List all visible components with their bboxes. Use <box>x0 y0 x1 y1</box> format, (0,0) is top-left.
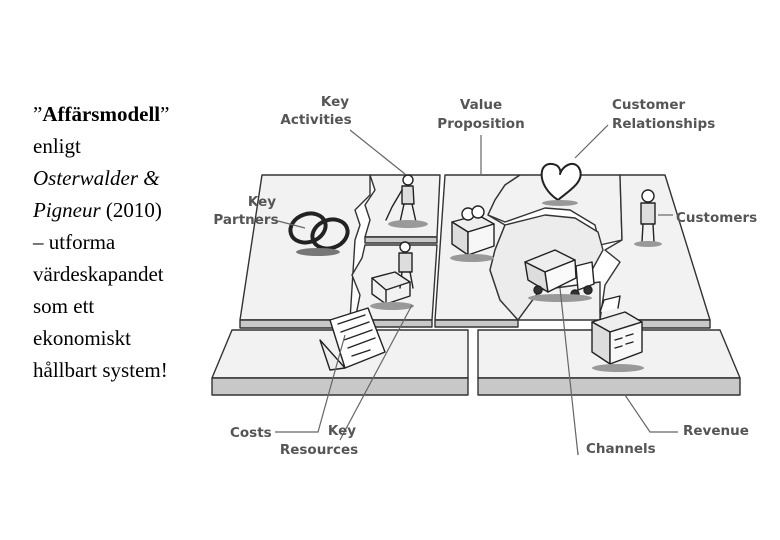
person-with-crate-icon <box>370 241 414 310</box>
label-costs: Costs <box>230 425 272 441</box>
heart-icon <box>540 162 582 206</box>
label-key-partners-line1: Key <box>248 194 276 210</box>
rings-icon <box>288 211 350 256</box>
caption-line-enligt: enligt <box>33 134 81 158</box>
cash-register-icon <box>591 295 644 372</box>
label-key-activities-line1: Key <box>321 94 349 110</box>
caption-line-ekonomiskt: ekonomiskt <box>33 326 131 350</box>
label-customers: Customers <box>676 210 757 226</box>
customer-person-icon <box>634 189 662 247</box>
label-channels: Channels <box>586 441 656 457</box>
label-value-proposition-line1: Value <box>460 97 502 113</box>
caption-line-system: hållbart system! <box>33 358 168 382</box>
leader-lines <box>275 124 678 456</box>
key-partners-block <box>239 174 371 329</box>
label-value-proposition-line2: Proposition <box>437 116 524 132</box>
label-key-partners-line2: Partners <box>213 212 278 228</box>
label-key-activities-line2: Activities <box>280 112 351 128</box>
truck-icon <box>524 249 595 302</box>
canvas-labels: Key Activities Value Proposition Custome… <box>213 94 757 458</box>
caption-year: (2010) <box>105 198 162 222</box>
gift-box-icon <box>450 205 495 262</box>
label-customer-relationships-line1: Customer <box>612 97 686 113</box>
caption-title: Affärsmodell <box>42 102 161 126</box>
label-customer-relationships-line2: Relationships <box>612 116 715 132</box>
caption-line-som-ett: som ett <box>33 294 95 318</box>
caption-line-vardeskapandet: värdeskapandet <box>33 262 164 286</box>
caption-authors: Osterwalder & Pigneur <box>33 166 160 222</box>
label-revenue: Revenue <box>683 423 749 439</box>
worker-icon <box>385 174 428 228</box>
caption-text: ”Affärsmodell” enligt Osterwalder & Pign… <box>33 98 208 386</box>
caption-line-utforma: – utforma <box>33 230 116 254</box>
document-icon <box>319 307 386 371</box>
label-key-resources-line1: Key <box>328 423 356 439</box>
caption-title-line: ”Affärsmodell” <box>33 102 170 126</box>
caption-authors-line: Osterwalder & Pigneur (2010) <box>33 162 208 226</box>
label-key-resources-line2: Resources <box>280 442 358 458</box>
